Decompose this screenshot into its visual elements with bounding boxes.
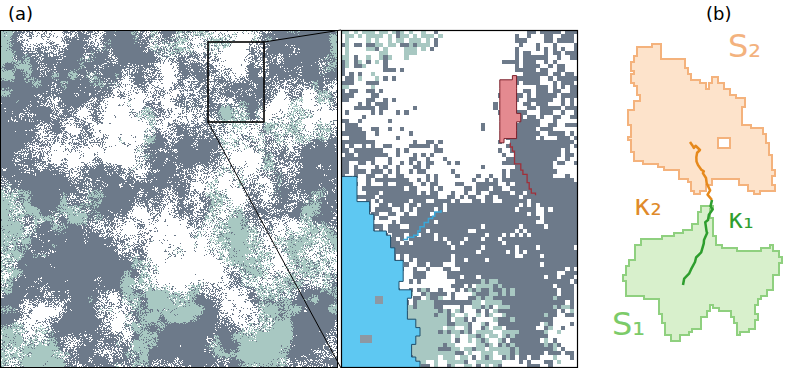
path-kappa-2 xyxy=(690,142,712,200)
region-label: S₂ xyxy=(728,30,761,62)
zoom-line xyxy=(208,122,341,368)
region-shape xyxy=(628,44,775,194)
lattice-map xyxy=(0,30,338,368)
path-label: κ₂ xyxy=(634,192,662,220)
path-label: κ₁ xyxy=(728,206,754,232)
zoom-line xyxy=(264,30,341,42)
region-label: S₁ xyxy=(612,308,645,340)
panel-label: (b) xyxy=(706,5,731,23)
zoom-rectangle xyxy=(208,42,264,122)
cluster-hole xyxy=(375,296,383,304)
red-tendril xyxy=(510,143,535,196)
region-hole xyxy=(718,138,730,148)
cluster-hole xyxy=(360,335,372,343)
map-frame xyxy=(1,31,338,368)
blue-tendril xyxy=(403,210,441,239)
cluster-region: S₂ xyxy=(622,26,782,202)
inset-frame xyxy=(342,31,578,368)
path-kappa-1 xyxy=(683,200,713,285)
cluster-region: S₁ xyxy=(608,200,786,350)
region-shape xyxy=(623,206,782,341)
red-cluster xyxy=(500,76,521,143)
blue-cluster xyxy=(341,176,420,368)
panel-label: (a) xyxy=(8,5,33,23)
